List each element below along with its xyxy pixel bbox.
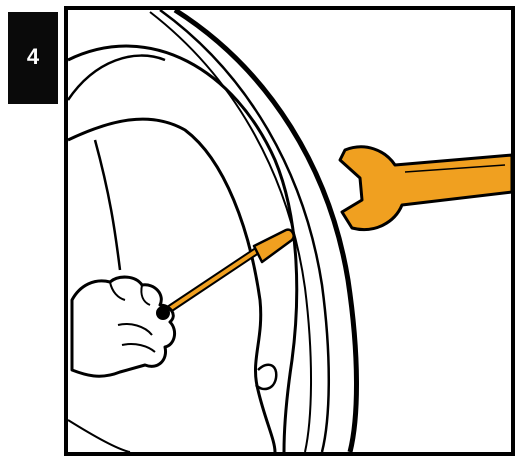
gloved-hand-icon xyxy=(72,277,175,376)
